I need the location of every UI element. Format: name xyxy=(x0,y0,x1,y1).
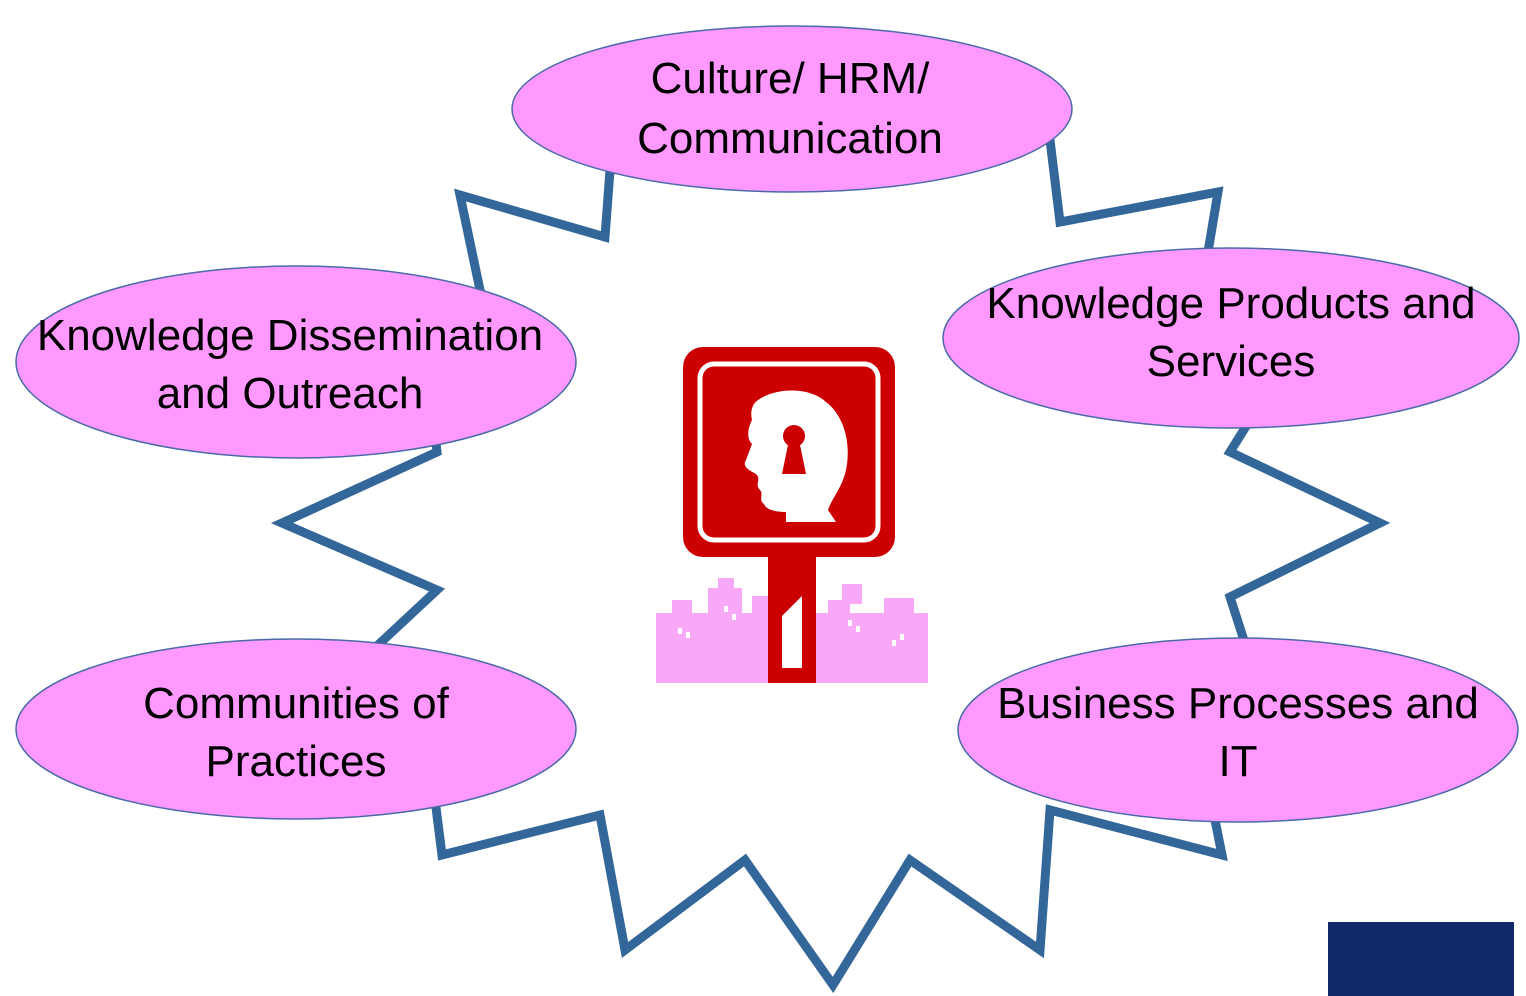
bubble-right-line-2: Services xyxy=(1147,337,1316,386)
bubble-left-line-1: Knowledge Dissemination xyxy=(37,311,543,360)
bubble-top-line-1: Culture/ HRM/ xyxy=(651,54,930,103)
bubble-right xyxy=(942,247,1520,429)
bubble-bottom-left xyxy=(15,638,577,820)
skyline-icon xyxy=(656,578,928,683)
head-keyhole-sign-icon xyxy=(656,347,928,683)
bubble-bottom-left-line-2: Practices xyxy=(206,737,387,786)
bubble-bottom-right-line-1: Business Processes and xyxy=(997,679,1479,728)
keyhole xyxy=(783,425,805,447)
bubble-bottom-right xyxy=(957,637,1519,823)
bubble-bottom-right-line-2: IT xyxy=(1218,737,1257,786)
bubble-top xyxy=(511,25,1073,193)
bubble-right-line-1: Knowledge Products and xyxy=(986,279,1475,328)
bubble-left xyxy=(15,265,577,459)
corner-navy-block xyxy=(1328,922,1514,996)
bubble-left-line-2: and Outreach xyxy=(157,369,424,418)
bubble-top-line-2: Communication xyxy=(637,114,943,163)
bubble-bottom-left-line-1: Communities of xyxy=(143,679,449,728)
